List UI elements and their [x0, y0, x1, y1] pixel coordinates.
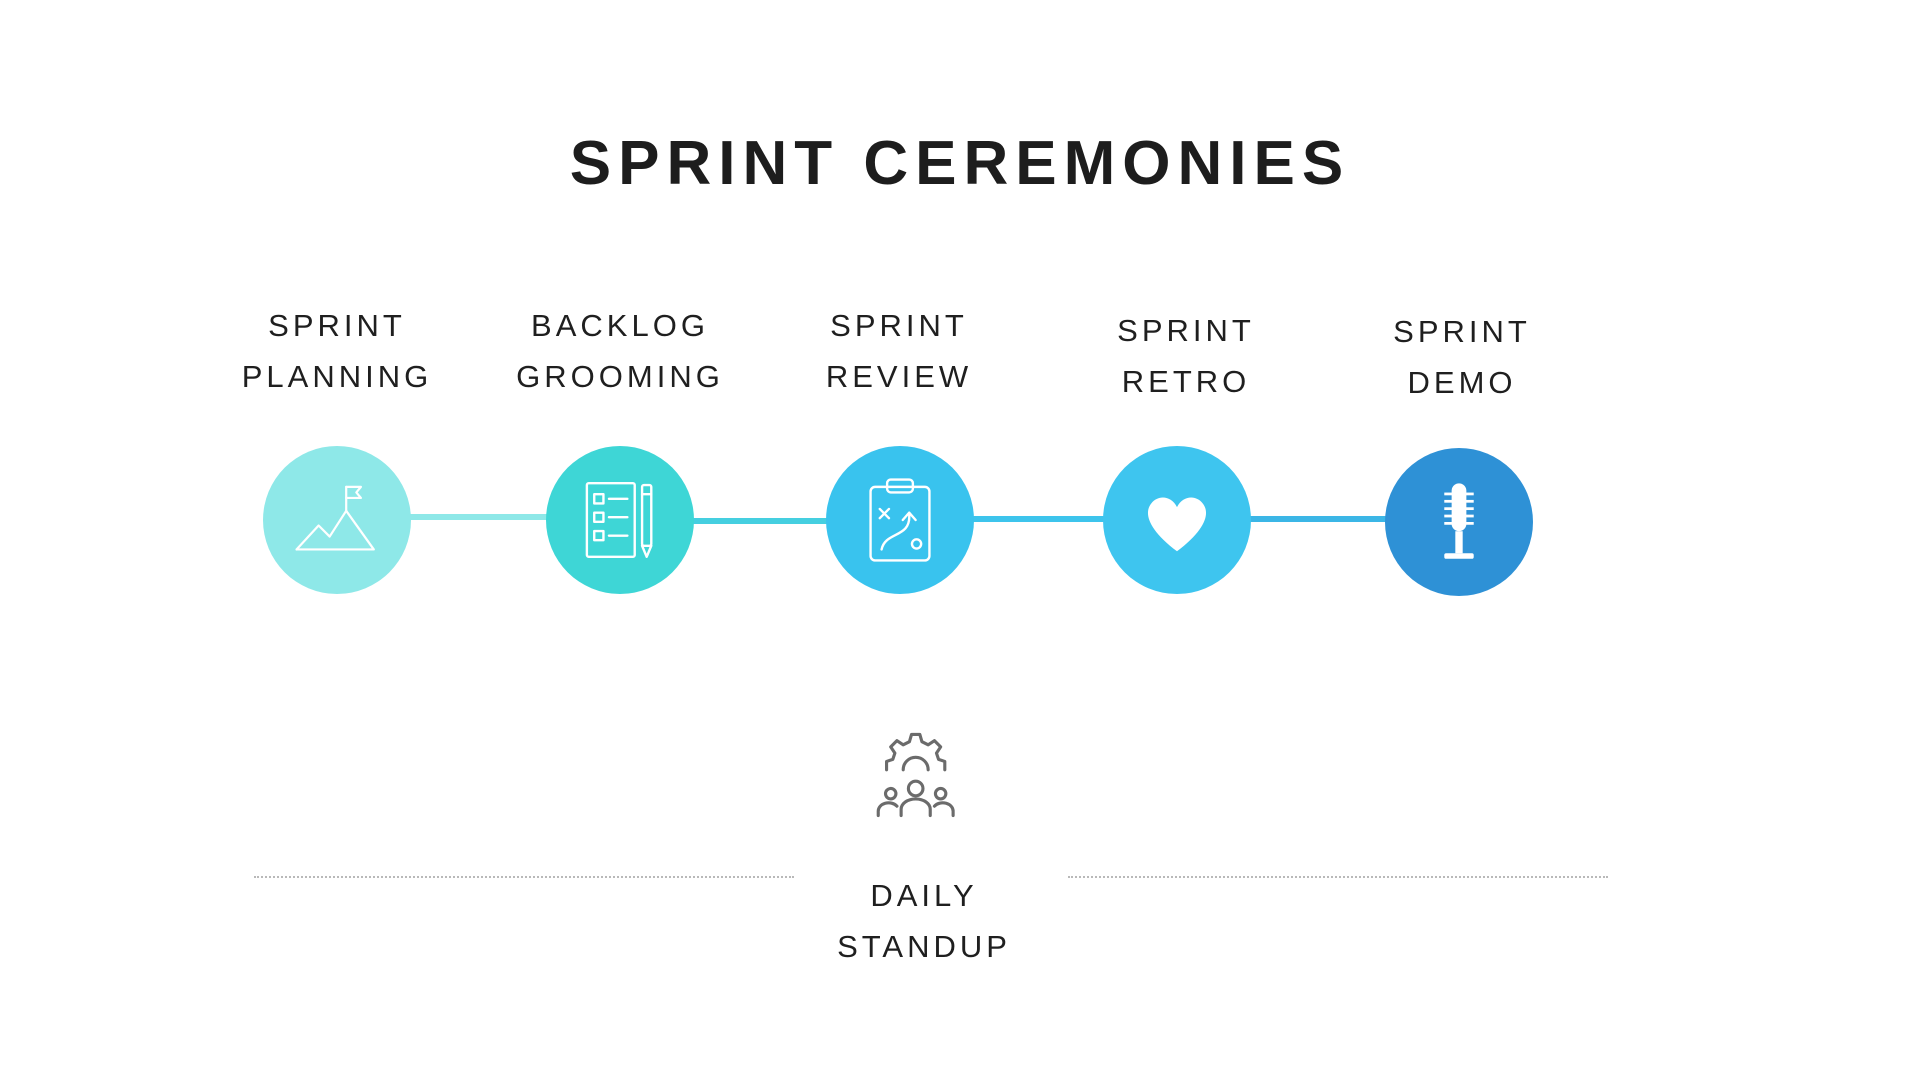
strategy-clipboard-icon: [869, 478, 931, 562]
circle-backlog-grooming: [546, 446, 694, 594]
heart-icon: [1147, 497, 1207, 552]
step-label-line1: BACKLOG: [531, 308, 709, 343]
step-sprint-planning: SPRINT PLANNING: [197, 300, 477, 402]
step-label-line2: REVIEW: [825, 359, 973, 394]
step-label-line2: DEMO: [1407, 365, 1517, 400]
step-label-line2: PLANNING: [241, 359, 433, 394]
team-gear-icon: [876, 732, 955, 818]
circle-sprint-demo: [1385, 448, 1533, 596]
connector-review-retro: [970, 516, 1116, 522]
step-label-line2: RETRO: [1121, 364, 1251, 399]
daily-standup-label: DAILY STANDUP: [774, 870, 1074, 972]
circle-sprint-review: [826, 446, 974, 594]
dotted-line-left: [254, 876, 794, 878]
mountain-flag-icon: [295, 485, 375, 551]
connector-retro-demo: [1250, 516, 1392, 522]
step-label-line2: GROOMING: [516, 359, 724, 394]
step-label-line1: SPRINT: [1393, 314, 1531, 349]
step-label-line1: SPRINT: [268, 308, 406, 343]
connector-planning-grooming: [404, 514, 556, 520]
diagram-title: SPRINT CEREMONIES: [569, 129, 1351, 198]
step-sprint-retro: SPRINT RETRO: [1046, 305, 1326, 407]
circle-sprint-planning: [263, 446, 411, 594]
step-sprint-review: SPRINT REVIEW: [759, 300, 1039, 402]
step-label-line1: SPRINT: [1117, 313, 1255, 348]
standup-label-line1: DAILY: [870, 878, 978, 913]
checklist-pencil-icon: [585, 482, 653, 558]
connector-grooming-review: [690, 518, 836, 524]
step-sprint-demo: SPRINT DEMO: [1322, 306, 1602, 408]
step-label-line1: SPRINT: [830, 308, 968, 343]
step-backlog-grooming: BACKLOG GROOMING: [480, 300, 760, 402]
standup-label-line2: STANDUP: [837, 929, 1011, 964]
dotted-line-right: [1068, 876, 1608, 878]
microphone-icon: [1444, 483, 1474, 559]
circle-sprint-retro: [1103, 446, 1251, 594]
